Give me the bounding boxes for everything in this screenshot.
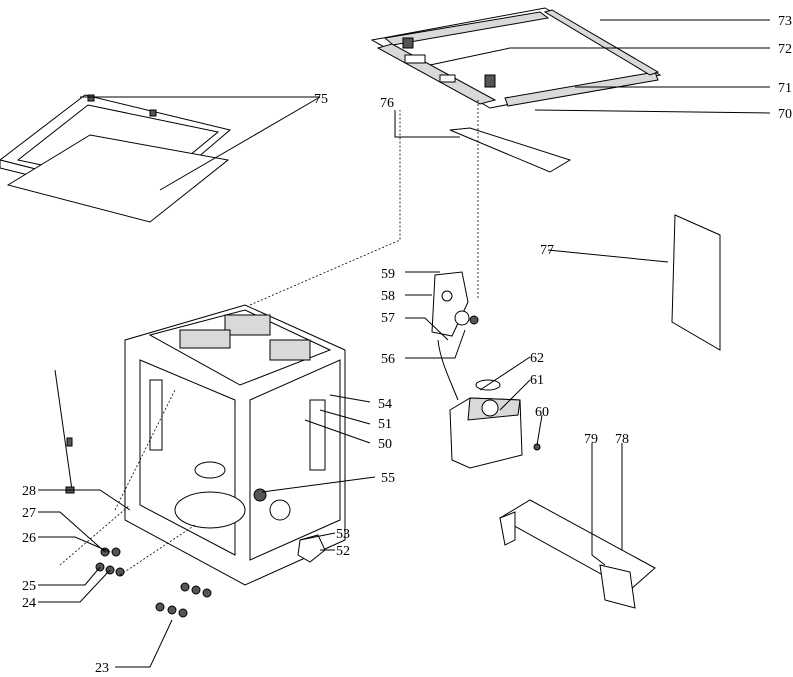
callout-54: 54: [378, 397, 392, 412]
softener-assembly: [449, 379, 541, 469]
small-parts: [54, 369, 326, 618]
callout-52: 52: [336, 544, 350, 559]
callout-53: 53: [336, 527, 350, 542]
insulation-strip-part: [449, 127, 572, 173]
callout-59: 59: [381, 267, 395, 282]
callout-50: 50: [378, 437, 392, 452]
tub-assembly: [124, 304, 346, 586]
callout-79: 79: [584, 432, 598, 447]
callout-28: 28: [22, 484, 36, 499]
callout-61: 61: [530, 373, 544, 388]
leader-lines: [38, 19, 771, 668]
callout-62: 62: [530, 351, 544, 366]
callout-23: 23: [95, 661, 109, 676]
top-frame-assembly: [370, 7, 662, 109]
air-vent-assembly: [431, 271, 479, 401]
callout-75: 75: [314, 92, 328, 107]
callout-27: 27: [22, 506, 36, 521]
callout-70: 70: [778, 107, 792, 122]
callout-56: 56: [381, 352, 395, 367]
callout-24: 24: [22, 596, 36, 611]
callout-60: 60: [535, 405, 549, 420]
callout-58: 58: [381, 289, 395, 304]
callout-55: 55: [381, 471, 395, 486]
callout-labels: 73 72 71 70 75 76 77 59 58 57 56 62 61 6…: [22, 14, 792, 676]
callout-78: 78: [615, 432, 629, 447]
callout-72: 72: [778, 42, 792, 57]
callout-51: 51: [378, 417, 392, 432]
side-panel-part: [671, 214, 721, 351]
callout-57: 57: [381, 311, 395, 326]
callout-77: 77: [540, 243, 554, 258]
callout-73: 73: [778, 14, 792, 29]
door-frame-part: [0, 94, 232, 223]
base-rail-assembly: [498, 499, 656, 609]
callout-71: 71: [778, 81, 792, 96]
callout-26: 26: [22, 531, 36, 546]
callout-76: 76: [380, 96, 394, 111]
callout-25: 25: [22, 579, 36, 594]
